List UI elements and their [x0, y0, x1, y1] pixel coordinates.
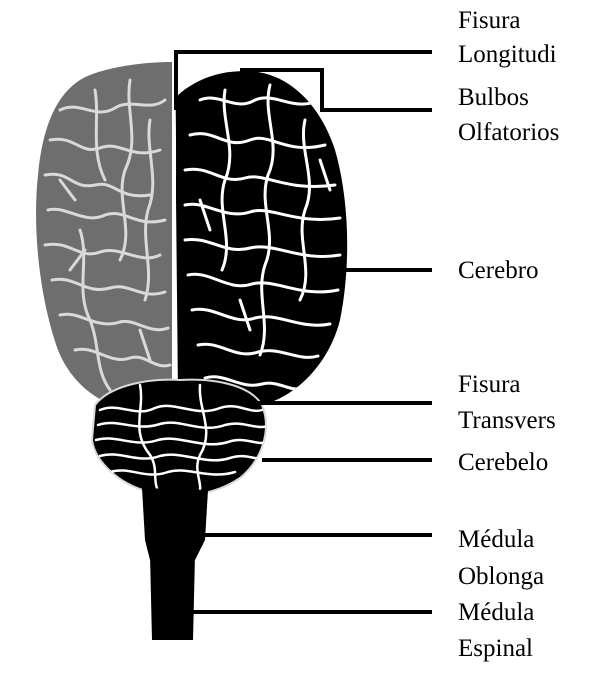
spinal-cord	[150, 555, 195, 640]
label-medula-espinal-1: Médula	[458, 598, 534, 628]
label-medula-oblonga-1: Médula	[458, 525, 534, 555]
label-bulbos-olfatorios-1: Bulbos	[458, 83, 529, 113]
label-cerebelo: Cerebelo	[458, 448, 548, 478]
left-hemisphere	[36, 62, 172, 413]
label-cerebro: Cerebro	[458, 256, 539, 286]
label-medula-espinal-2: Espinal	[458, 634, 533, 664]
label-bulbos-olfatorios-2: Olfatorios	[458, 118, 559, 148]
longitudinal-fissure	[174, 100, 176, 400]
label-fisura-longitudinal-2: Longitudi	[458, 40, 557, 70]
label-fisura-transversal-1: Fisura	[458, 370, 521, 400]
label-fisura-longitudinal-1: Fisura	[458, 6, 521, 36]
cerebellum	[92, 380, 266, 496]
label-medula-oblonga-2: Oblonga	[458, 562, 544, 592]
medulla-oblonga	[142, 488, 208, 560]
label-fisura-transversal-2: Transvers	[458, 406, 556, 436]
